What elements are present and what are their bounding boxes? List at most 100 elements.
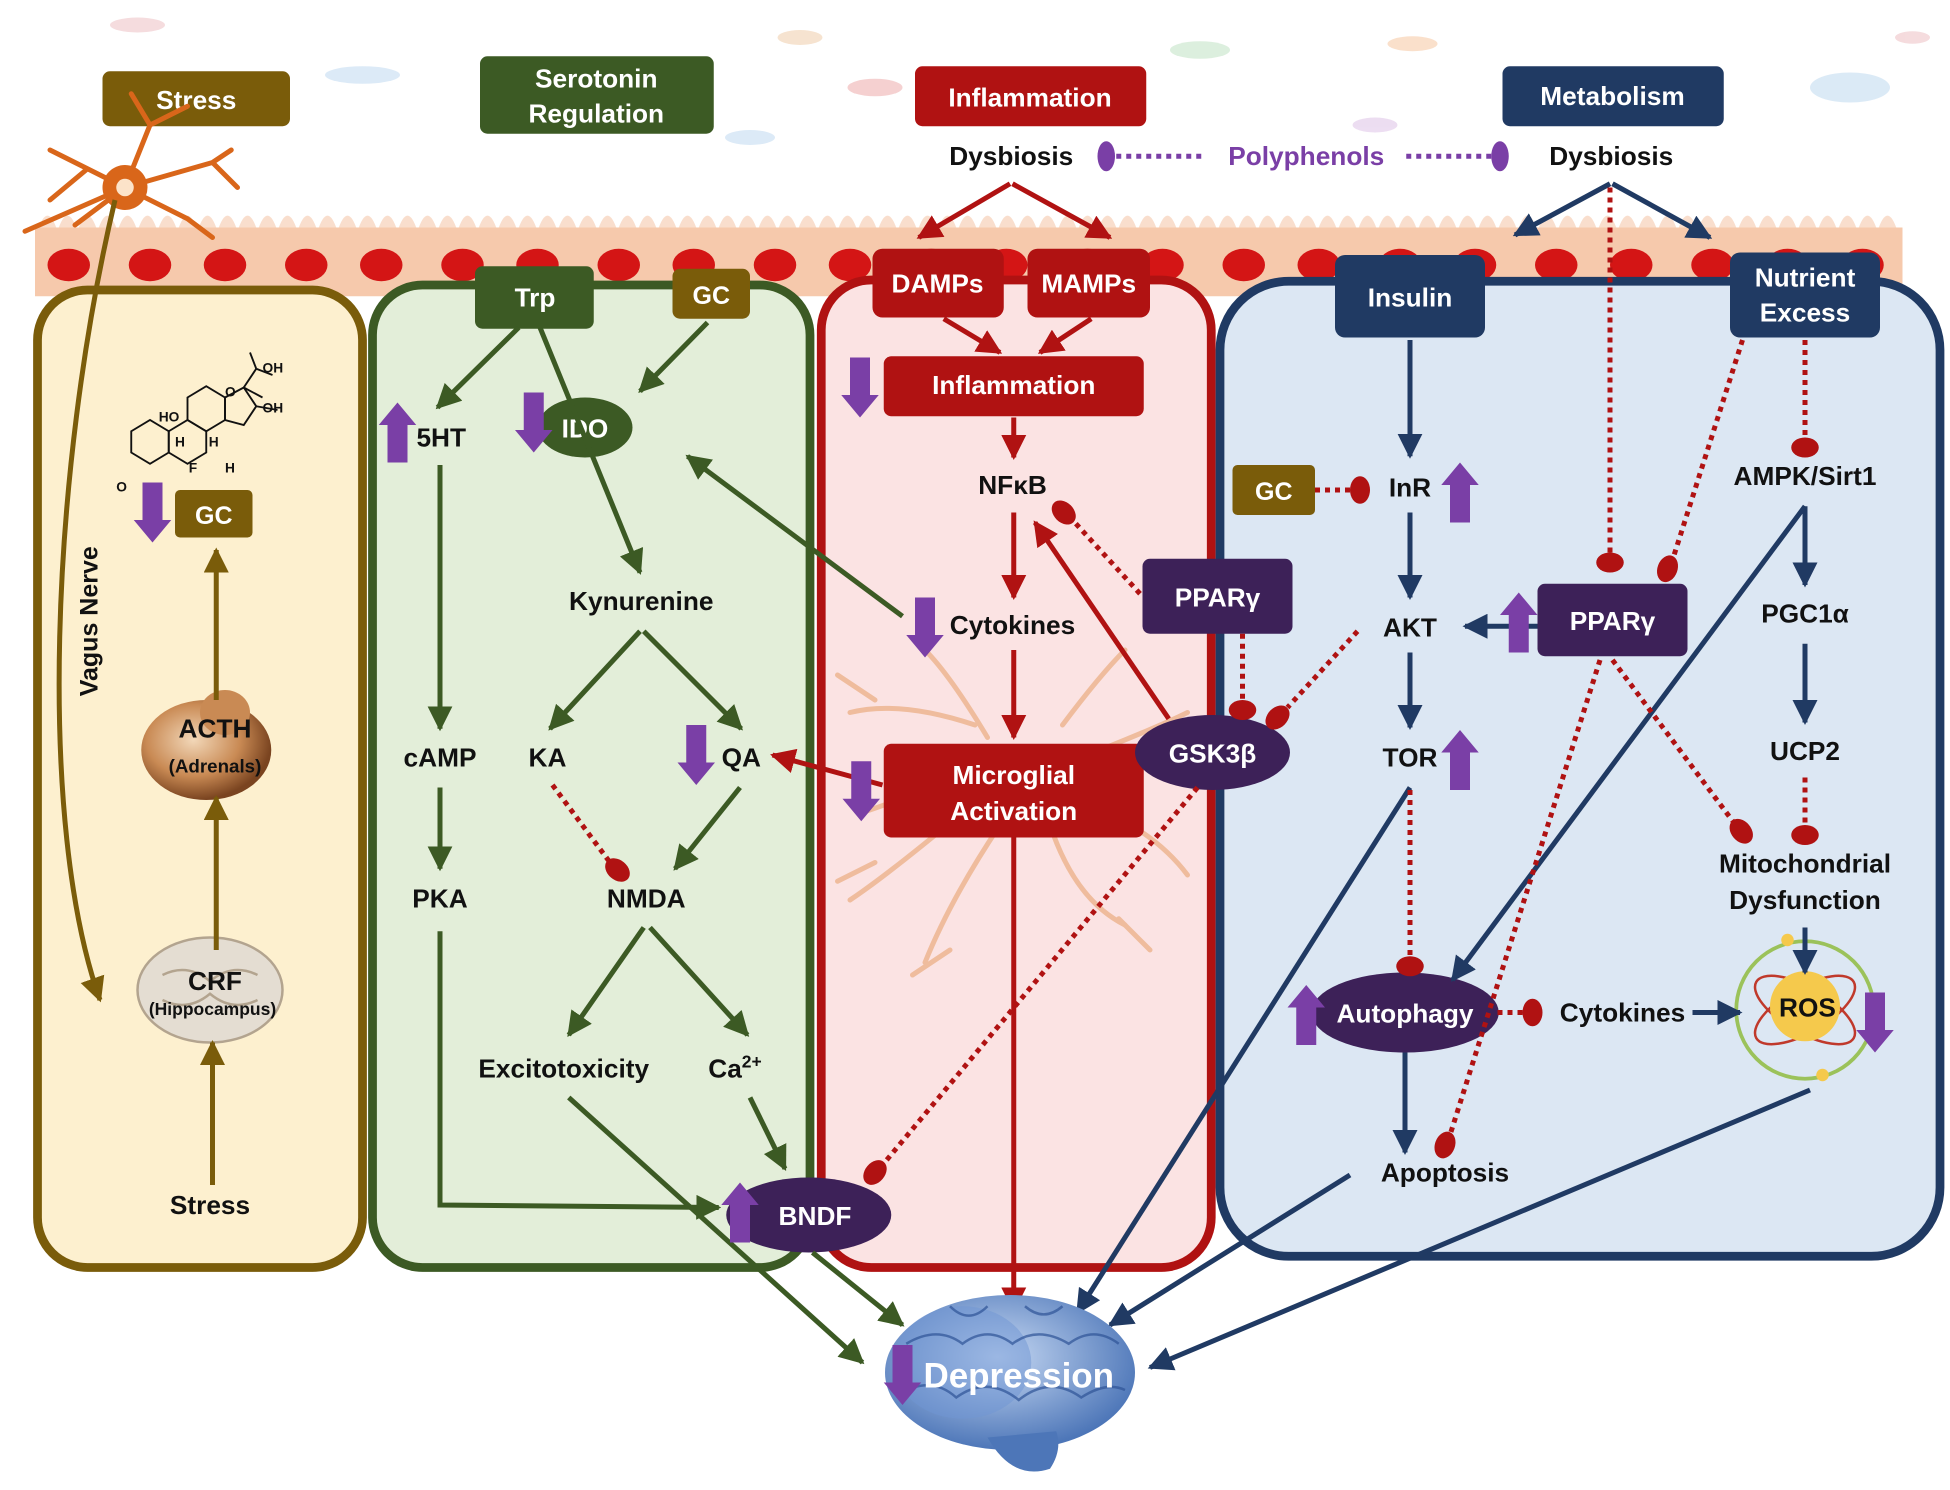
mamps-to-inflammation-arrow (1037, 316, 1093, 355)
microbiota-decoration (110, 17, 1930, 145)
polyphenols-label: Polyphenols (1228, 141, 1384, 171)
autophagy-label: Autophagy (1336, 999, 1473, 1029)
nmda-to-calcium-arrow (648, 925, 750, 1037)
stress-panel-arrows (200, 547, 229, 1185)
inr-up-indicator (1441, 462, 1479, 523)
bndf-up-indicator (721, 1182, 759, 1243)
cytokines-down-indicator (906, 597, 944, 658)
damps-label: DAMPs (892, 269, 984, 299)
dysbiosis-to-mamps-arrow (1011, 181, 1113, 240)
molecule-h-3: H (175, 434, 185, 449)
ppar-box-inflammation: PPARγ (1142, 558, 1293, 634)
ros-to-depression-arrow (1147, 1087, 1811, 1371)
metabolism-panel (1215, 276, 1945, 1261)
stress-header-label: Stress (156, 85, 236, 115)
gc-label-stress: GC (195, 502, 233, 530)
crf-label: CRF (188, 966, 242, 996)
nutrient-line2: Excess (1760, 297, 1851, 327)
nutrient-excess-box: Nutrient Excess (1730, 252, 1880, 338)
insulin-label: Insulin (1368, 282, 1453, 312)
camp-label: cAMP (404, 742, 477, 772)
blood-cell (285, 248, 328, 282)
vagus-nerve-label: Vagus Nerve (76, 546, 104, 696)
qa-down-indicator (677, 725, 715, 785)
inflammation-inhibitions (863, 500, 1257, 1185)
excitotoxicity-label: Excitotoxicity (478, 1054, 649, 1084)
pka-to-bndf-arrow (437, 931, 722, 1220)
insulin-box: Insulin (1335, 255, 1485, 338)
villi-edge (37, 215, 1898, 232)
microglial-line1: Microglial (952, 760, 1075, 790)
qa-to-nmda-arrow (673, 785, 742, 871)
inr-label: InR (1389, 472, 1431, 502)
blood-cell (47, 248, 90, 282)
bndf-to-depression-arrow (810, 1250, 905, 1327)
inflammation-header-label: Inflammation (948, 82, 1111, 112)
ppar-up-indicator (1500, 592, 1538, 653)
damps-box: DAMPs (872, 248, 1004, 318)
gc-to-ido-arrow (638, 320, 710, 394)
dysbiosis-right-label: Dysbiosis (1549, 141, 1673, 171)
dysbiosis-to-damps-arrow (916, 181, 1012, 240)
trp-to-5ht-arrow (435, 325, 521, 410)
calcium-to-bndf-arrow (747, 1096, 788, 1171)
microglial-down-indicator (842, 761, 880, 822)
qa-label: QA (722, 742, 761, 772)
blood-cell (203, 248, 247, 282)
kynurenine-to-qa-arrow (641, 629, 744, 731)
nmda-to-excitotoxicity-arrow (566, 926, 646, 1038)
depression-down-indicator (883, 1345, 922, 1405)
blood-cell (441, 248, 484, 282)
blood-cell (1222, 248, 1265, 282)
mito-line1: Mitochondrial (1719, 849, 1891, 879)
blood-cell (1691, 248, 1734, 282)
serotonin-header-line1: Serotonin (535, 64, 658, 94)
autophagy-ellipse: Autophagy (1311, 972, 1499, 1053)
tor-to-depression-arrow (1075, 786, 1413, 1315)
metabolism-inhibition-heads (1265, 437, 1819, 1159)
depression-label: Depression (923, 1357, 1114, 1396)
apoptosis-label: Apoptosis (1381, 1157, 1509, 1187)
bndf-ellipse: BNDF (726, 1177, 892, 1253)
metabolism-header: Metabolism (1502, 66, 1724, 127)
mamps-box: MAMPs (1027, 248, 1150, 318)
ampk-to-autophagy-arrow (1450, 504, 1808, 983)
trp-label: Trp (515, 282, 556, 312)
blood-cell (753, 248, 797, 282)
molecule-o-2: O (225, 384, 236, 399)
gsk3b-to-nfkb-arrow (1032, 520, 1171, 721)
blood-cell (597, 248, 640, 282)
inflammation-box-label: Inflammation (932, 370, 1095, 400)
gc-stress-down-indicator (133, 482, 172, 543)
hippocampus-brain-icon: CRF (Hippocampus) (136, 936, 284, 1044)
kynurenine-label: Kynurenine (569, 586, 713, 616)
damps-to-inflammation-arrow (942, 316, 1003, 355)
mito-line2: Dysfunction (1729, 885, 1881, 915)
blood-cell (360, 248, 403, 282)
regulation-indicators (133, 357, 1894, 1405)
blood-cell (1610, 248, 1653, 282)
metabolism-header-label: Metabolism (1540, 81, 1684, 111)
ppar-inflammation-label: PPARγ (1175, 582, 1261, 612)
inflammation-arrows (770, 181, 1171, 1313)
blood-cell (828, 248, 872, 282)
molecule-oh-1: OH (263, 361, 284, 376)
molecule-ho: HO (159, 409, 180, 424)
5ht-up-indicator (378, 402, 417, 463)
blood-cell (128, 248, 172, 282)
calcium-label: Ca2+ (708, 1052, 762, 1084)
nmda-label: NMDA (607, 884, 686, 914)
gc-box-metabolism: GC (1232, 465, 1315, 515)
gsk3b-ellipse: GSK3β (1135, 715, 1290, 790)
ido-ellipse: IDO (537, 397, 633, 458)
vagus-nerve-arrow (56, 199, 118, 1003)
serotonin-arrows (427, 320, 905, 1365)
inflammation-header: Inflammation (915, 66, 1147, 127)
ros-down-indicator (1856, 992, 1894, 1053)
bndf-label: BNDF (779, 1201, 852, 1231)
serotonin-header-line2: Regulation (528, 99, 664, 129)
dysbiosis-to-insulin-arrow (1512, 181, 1612, 238)
dysbiosis-left-label: Dysbiosis (949, 141, 1073, 171)
microglial-activation-box: Microglial Activation (883, 743, 1144, 838)
